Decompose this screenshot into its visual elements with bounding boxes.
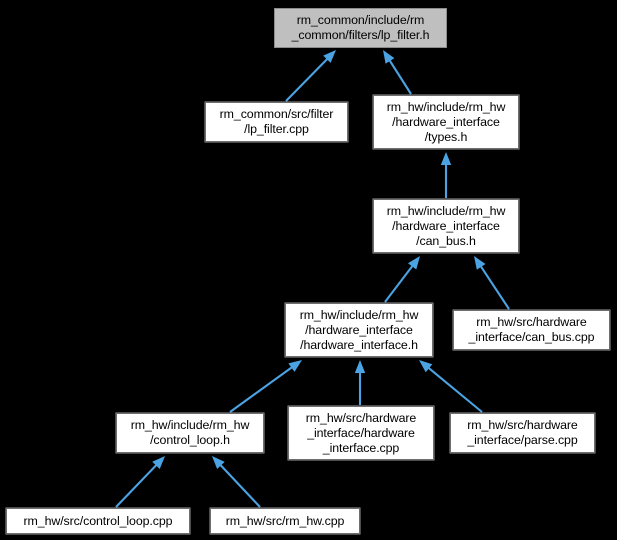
graph-edge-line [219,463,261,508]
graph-edge-arrowhead [474,256,486,270]
graph-edge-line [388,59,412,95]
graph-node-parse_cpp[interactable]: rm_hw/src/hardware _interface/parse.cpp [450,413,595,453]
graph-edge-arrowhead [152,456,165,469]
graph-node-can_bus_h[interactable]: rm_hw/include/rm_hw /hardware_interface … [373,199,519,253]
graph-node-lp_filter_h[interactable]: rm_common/include/rm _common/filters/lp_… [274,8,447,48]
graph-node-control_loop_cpp[interactable]: rm_hw/src/control_loop.cpp [6,508,190,534]
graph-edge-line [115,463,158,508]
graph-edge-line [384,264,414,303]
graph-edge-line [479,265,510,310]
graph-edge-arrowhead [323,50,336,63]
graph-edge-arrowhead [383,50,395,64]
graph-node-control_loop_h[interactable]: rm_hw/include/rm_hw /control_loop.h [116,413,264,453]
graph-edge-arrowhead [212,456,225,470]
graph-edge-arrowhead [354,360,366,373]
graph-node-hardware_interface_cpp[interactable]: rm_hw/src/hardware _interface/hardware _… [288,406,434,460]
graph-node-types_h[interactable]: rm_hw/include/rm_hw /hardware_interface … [373,95,519,149]
graph-node-can_bus_cpp[interactable]: rm_hw/src/hardware _interface/can_bus.cp… [453,310,610,350]
graph-edge-arrowhead [440,152,452,165]
graph-node-lp_filter_cpp[interactable]: rm_common/src/filter /lp_filter.cpp [205,102,348,142]
graph-edge-arrowhead [419,360,433,373]
graph-edge-arrowhead [288,360,302,372]
graph-edge-arrowhead [407,256,420,270]
graph-edge-line [285,57,329,102]
graph-edge-line [427,366,483,413]
graph-node-rm_hw_cpp[interactable]: rm_hw/src/rm_hw.cpp [210,508,360,534]
graph-node-hardware_interface_h[interactable]: rm_hw/include/rm_hw /hardware_interface … [285,303,433,357]
graph-edge-line [229,365,294,413]
